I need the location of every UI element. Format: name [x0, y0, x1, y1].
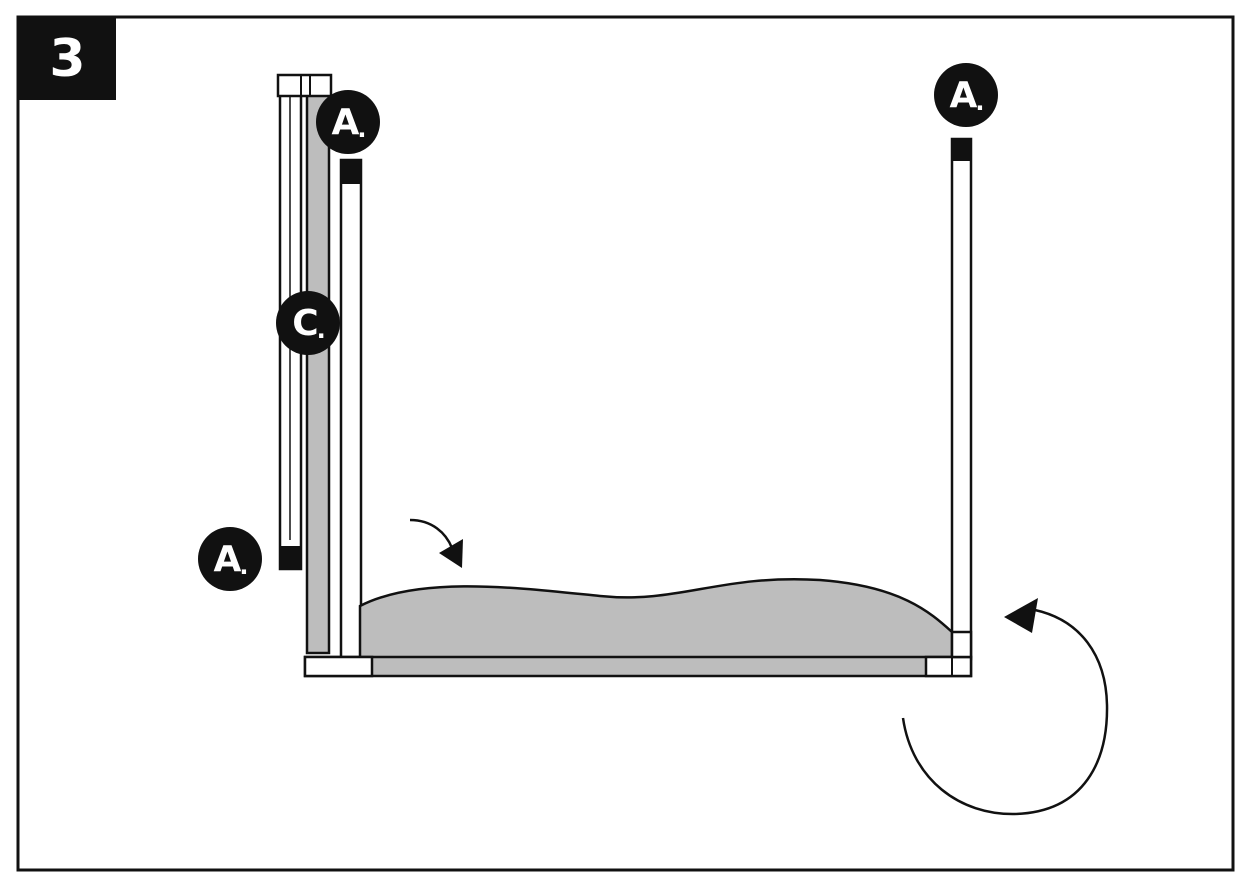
- left-upright-post: [339, 158, 363, 660]
- label-c: C.: [276, 291, 340, 355]
- base-bar: [303, 655, 973, 678]
- label-a-top-left: A.: [316, 90, 380, 154]
- label-a-top-right: A.: [934, 63, 998, 127]
- right-post-end-cap: [952, 139, 971, 161]
- label-a-bottom-left: A.: [198, 527, 262, 591]
- diagram-border: [16, 15, 1235, 872]
- label-a-text: A: [949, 74, 978, 116]
- tube-top-fitting: [276, 73, 333, 98]
- label-a-text: A: [213, 538, 242, 580]
- folded-fabric-panel: [305, 91, 331, 655]
- large-rotation-arrow: [901, 608, 1109, 816]
- fabric-mound: [358, 578, 954, 662]
- right-upright-post: [950, 137, 973, 661]
- left-post-end-cap: [341, 160, 361, 184]
- tube-end-cap-bottom: [280, 546, 301, 569]
- right-corner-joint: [950, 630, 973, 659]
- small-curved-arrow: [409, 518, 454, 549]
- small-arrow-head: [439, 539, 463, 568]
- label-c-text: C: [292, 302, 318, 344]
- step-number: 3: [49, 28, 86, 89]
- base-right-connector: [924, 655, 973, 678]
- label-a-text: A: [331, 101, 360, 143]
- base-left-connector: [303, 655, 374, 678]
- large-arrow-head: [1004, 598, 1038, 633]
- step-number-badge: 3: [19, 17, 116, 100]
